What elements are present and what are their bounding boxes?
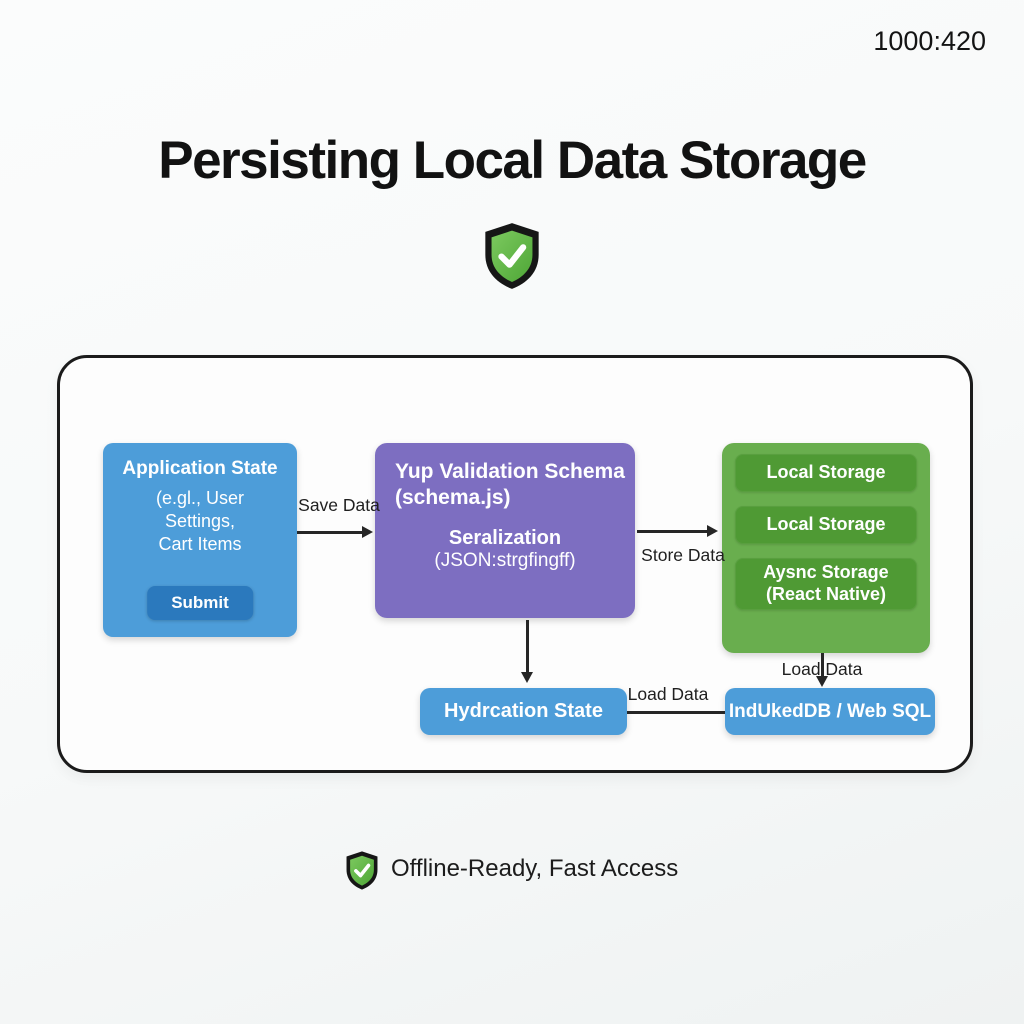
save-data-label: Save Data (298, 495, 380, 515)
hydration-indexeddb-line (627, 711, 725, 714)
save-data-arrowhead (362, 526, 373, 538)
application-state-body: (e.gl., User Settings, Cart Items (155, 488, 245, 555)
page-title: Persisting Local Data Storage (158, 131, 867, 190)
hydration-state-box: Hydrcation State (420, 688, 627, 735)
footer-caption: Offline-Ready, Fast Access (391, 855, 679, 882)
shield-check-icon (481, 221, 543, 291)
schema-to-hydration-arrowhead (521, 672, 533, 683)
load-data-label-vertical: Load Data (781, 659, 863, 679)
storage-to-indexeddb-arrow (821, 653, 824, 679)
schema-to-hydration-arrow (526, 620, 529, 674)
serialization-label: Seralization (448, 526, 562, 549)
load-data-label-horizontal: Load Data (627, 684, 709, 704)
async-storage-pill: Aysnc Storage (React Native) (735, 558, 917, 610)
indexeddb-websql-box: IndUkedDB / Web SQL (725, 688, 935, 735)
storage-group-box: Local Storage Local Storage Aysnc Storag… (722, 443, 930, 653)
serialization-format-label: (JSON:strgfingff) (434, 549, 576, 571)
local-storage-pill: Local Storage (735, 454, 917, 492)
validation-schema-box: Yup Validation Schema (schema.js) Serali… (375, 443, 635, 618)
indexeddb-websql-title: IndUkedDB / Web SQL (728, 700, 932, 722)
store-data-label: Store Data (641, 545, 725, 565)
validation-schema-title: Yup Validation Schema (schema.js) (395, 460, 625, 510)
aspect-ratio-label: 1000:420 (873, 26, 986, 56)
save-data-arrow (297, 531, 363, 534)
application-state-box: Application State (e.gl., User Settings,… (103, 443, 297, 637)
local-storage-pill: Local Storage (735, 506, 917, 544)
store-data-arrow (637, 530, 709, 533)
application-state-title: Application State (122, 458, 278, 479)
submit-button[interactable]: Submit (147, 586, 253, 620)
storage-to-indexeddb-arrowhead (816, 676, 828, 687)
store-data-arrowhead (707, 525, 718, 537)
hydration-state-title: Hydrcation State (444, 700, 603, 722)
shield-check-icon (344, 850, 380, 891)
